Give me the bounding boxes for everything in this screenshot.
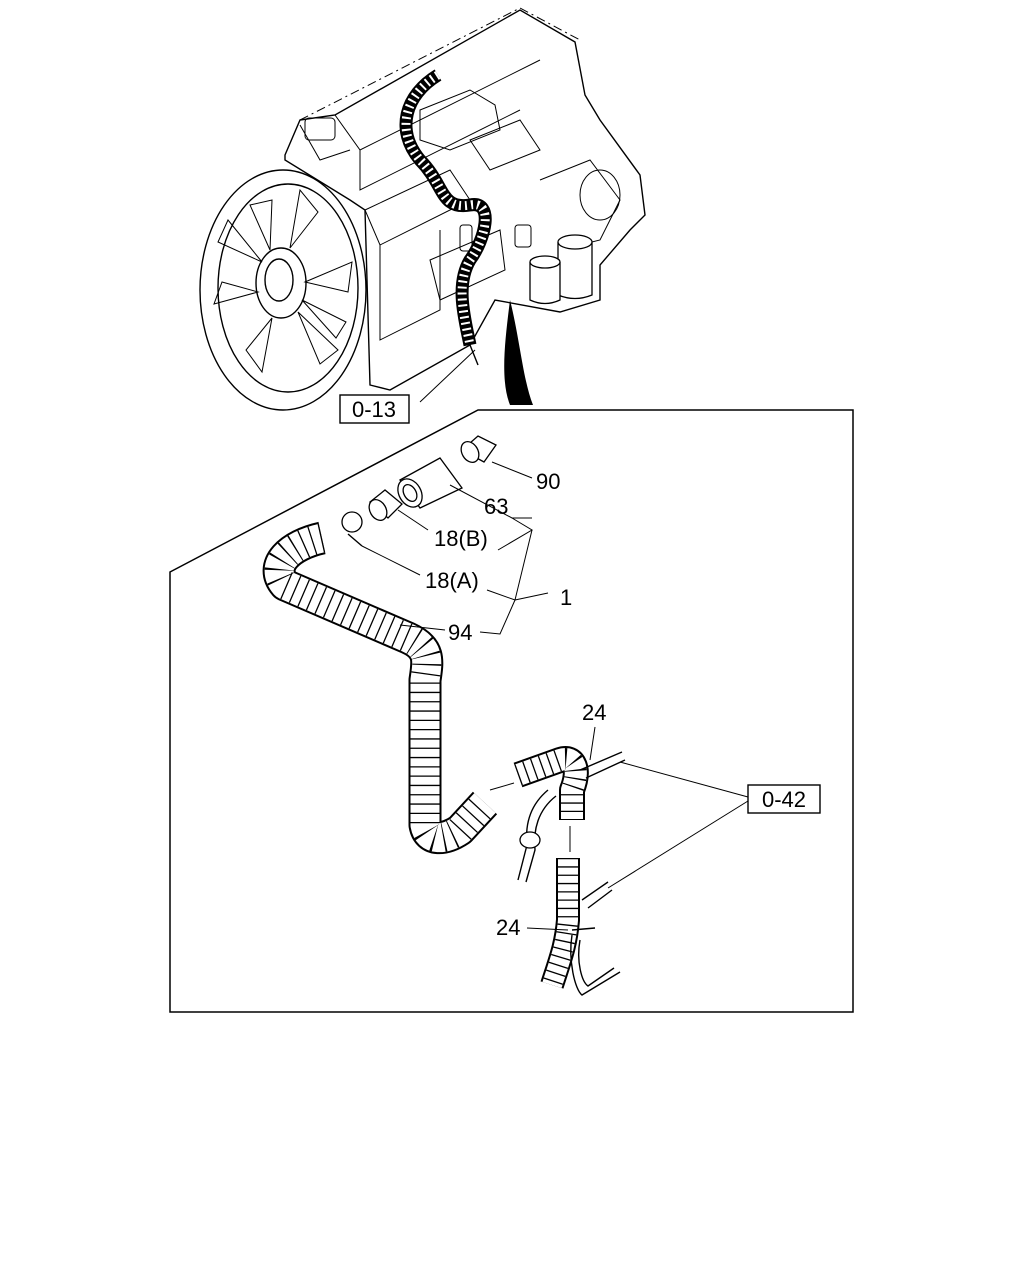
sleeve-part [397, 457, 463, 509]
engine-illustration [199, 7, 646, 411]
callout-63: 63 [484, 494, 508, 519]
callout-18a: 18(A) [425, 568, 479, 593]
callout-94: 94 [448, 620, 472, 645]
parts [262, 435, 626, 996]
clamp-part [368, 489, 403, 521]
callout-90: 90 [536, 469, 560, 494]
ref-box-pipe: 0-42 [747, 784, 821, 814]
callout-labels: 90 63 18(B) 18(A) 1 94 24 24 [425, 469, 606, 940]
ref-label-0-42: 0-42 [762, 787, 806, 812]
callout-18b: 18(B) [434, 526, 488, 551]
detail-frame [169, 409, 854, 1013]
callout-1: 1 [560, 585, 572, 610]
leader-lines [361, 461, 749, 931]
callout-24-bottom: 24 [496, 915, 520, 940]
clamp-part [460, 435, 497, 463]
ref-label-0-13: 0-13 [352, 397, 396, 422]
clamp-part [341, 511, 363, 547]
ref-box-engine: 0-13 [339, 394, 410, 424]
callout-24-top: 24 [582, 700, 606, 725]
